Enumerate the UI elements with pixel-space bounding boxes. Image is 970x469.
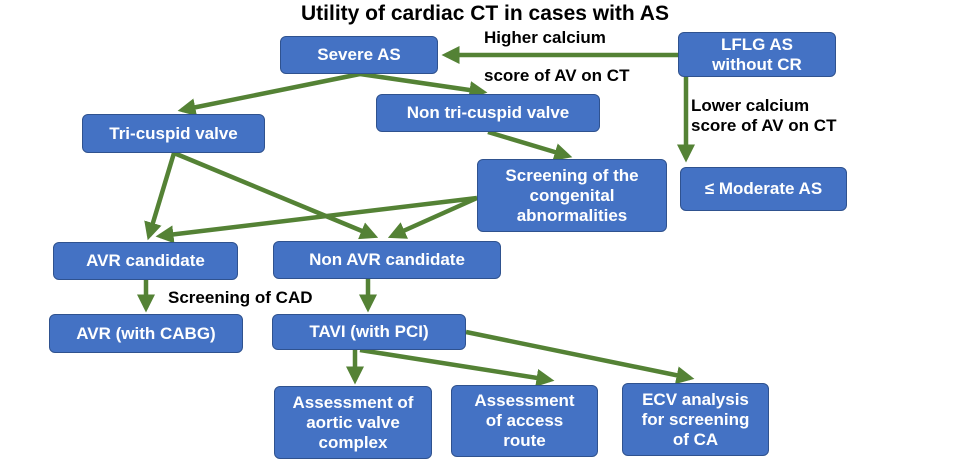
- edge-tavi-to-ecv: [465, 329, 695, 385]
- node-tavi-pci: TAVI (with PCI): [272, 314, 466, 350]
- node-assess-access: Assessment of access route: [451, 385, 598, 457]
- node-avr-cabg: AVR (with CABG): [49, 314, 243, 353]
- edge-tricuspid-to-avr: [144, 152, 177, 241]
- edge-severe-to-nontricuspid: [359, 71, 488, 99]
- edge-screening-to-avr: [155, 195, 478, 244]
- edge-tavi-to-access: [359, 347, 555, 387]
- node-ecv-analysis: ECV analysis for screening of CA: [622, 383, 769, 456]
- node-non-avr-candidate: Non AVR candidate: [273, 241, 501, 279]
- label-screening-cad: Screening of CAD: [168, 288, 313, 307]
- edge-tricuspid-to-nonavr: [173, 150, 379, 240]
- diagram-title: Utility of cardiac CT in cases with AS: [301, 2, 669, 25]
- node-screening-congenital: Screening of the congenital abnormalitie…: [477, 159, 667, 232]
- label-lower-calcium: Lower calcium score of AV on CT: [691, 96, 837, 135]
- node-assess-aortic: Assessment of aortic valve complex: [274, 386, 432, 459]
- edge-severe-to-tricuspid: [177, 71, 361, 117]
- edge-nontricuspid-to-screening: [487, 129, 573, 161]
- node-moderate-as: ≤ Moderate AS: [680, 167, 847, 211]
- node-lflg-as: LFLG AS without CR: [678, 32, 836, 77]
- label-higher-calcium: Higher calcium: [484, 28, 606, 47]
- node-avr-candidate: AVR candidate: [53, 242, 238, 280]
- edge-screening-to-nonavr: [387, 195, 478, 239]
- node-tricuspid: Tri-cuspid valve: [82, 114, 265, 153]
- label-higher-calcium-score: score of AV on CT: [484, 66, 630, 85]
- node-non-tricuspid: Non tri-cuspid valve: [376, 94, 600, 132]
- node-severe-as: Severe AS: [280, 36, 438, 74]
